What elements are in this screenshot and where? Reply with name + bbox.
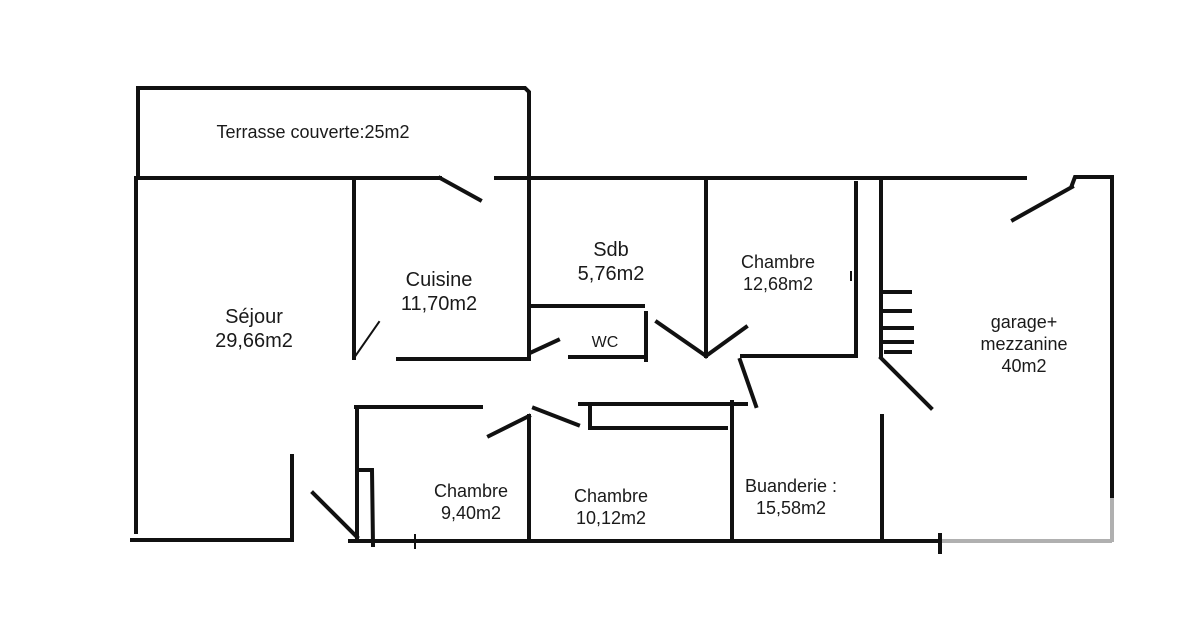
room-area: 15,58m2 (755, 498, 827, 518)
room-name-line2: mezzanine (980, 334, 1068, 354)
room-name: Buanderie : (744, 476, 838, 496)
room-area: 11,70m2 (400, 293, 478, 315)
room-name: Sdb (593, 239, 629, 261)
room-name: Terrasse couverte:25m2 (216, 122, 410, 142)
room-name: WC (591, 334, 619, 351)
room-area: 5,76m2 (577, 263, 645, 285)
room-area: 10,12m2 (575, 508, 647, 528)
exterior-walls (130, 175, 1114, 554)
room-label-laundry: Buanderie : 15,58m2 (745, 475, 837, 519)
room-name: Séjour (225, 306, 283, 328)
bathroom-walls (527, 304, 648, 362)
room-name: Chambre (740, 252, 816, 272)
room-label-bathroom: Sdb 5,76m2 (578, 238, 645, 286)
room-name: Chambre (433, 481, 509, 501)
room-label-bedroom-1: Chambre 12,68m2 (741, 251, 815, 295)
room-label-bedroom-3: Chambre 10,12m2 (574, 485, 648, 529)
terrace-walls (136, 86, 531, 180)
bedroom-walls (654, 178, 883, 359)
room-label-garage: garage+ mezzanine 40m2 (980, 311, 1067, 377)
room-area: 12,68m2 (742, 274, 814, 294)
garage-walls (880, 184, 1075, 542)
room-label-terrace: Terrasse couverte:25m2 (216, 121, 409, 143)
room-area: 29,66m2 (215, 330, 293, 352)
bottom-bedroom-walls (290, 405, 581, 548)
kitchen-walls (352, 175, 531, 361)
room-label-wc: WC (592, 331, 619, 355)
room-name: Cuisine (405, 269, 473, 291)
laundry-walls (578, 357, 759, 543)
room-area: 40m2 (1001, 356, 1047, 376)
stairs (878, 290, 934, 411)
room-area: 9,40m2 (440, 503, 502, 523)
room-label-kitchen: Cuisine 11,70m2 (401, 268, 477, 316)
room-label-bedroom-2: Chambre 9,40m2 (434, 480, 508, 524)
room-name: Chambre (573, 486, 649, 506)
room-label-living: Séjour 29,66m2 (215, 305, 293, 353)
room-name: garage+ (990, 312, 1058, 332)
